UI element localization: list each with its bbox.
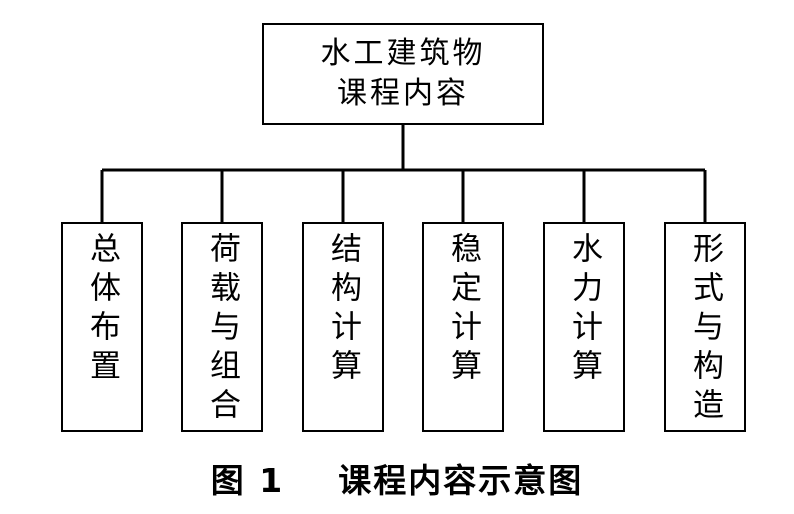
- figure-caption: 图 1 课程内容示意图: [210, 461, 584, 500]
- child-node-structural-calc: 结构计算: [302, 222, 384, 432]
- root-title-line-2: 课程内容: [337, 76, 469, 111]
- child-label: 总体布置: [84, 232, 120, 388]
- child-node-hydraulic-calc: 水力计算: [543, 222, 625, 432]
- root-title-line-1: 水工建筑物: [320, 36, 486, 71]
- child-node-loads: 荷载与组合: [181, 222, 263, 432]
- child-label: 荷载与组合: [204, 232, 240, 427]
- child-label: 稳定计算: [445, 232, 481, 388]
- child-label: 水力计算: [566, 232, 602, 388]
- child-node-form-structure: 形式与构造: [664, 222, 746, 432]
- root-node: 水工建筑物 课程内容: [262, 23, 544, 125]
- child-label: 结构计算: [325, 232, 361, 388]
- child-node-stability-calc: 稳定计算: [422, 222, 504, 432]
- child-label: 形式与构造: [687, 232, 723, 427]
- child-node-overall-layout: 总体布置: [61, 222, 143, 432]
